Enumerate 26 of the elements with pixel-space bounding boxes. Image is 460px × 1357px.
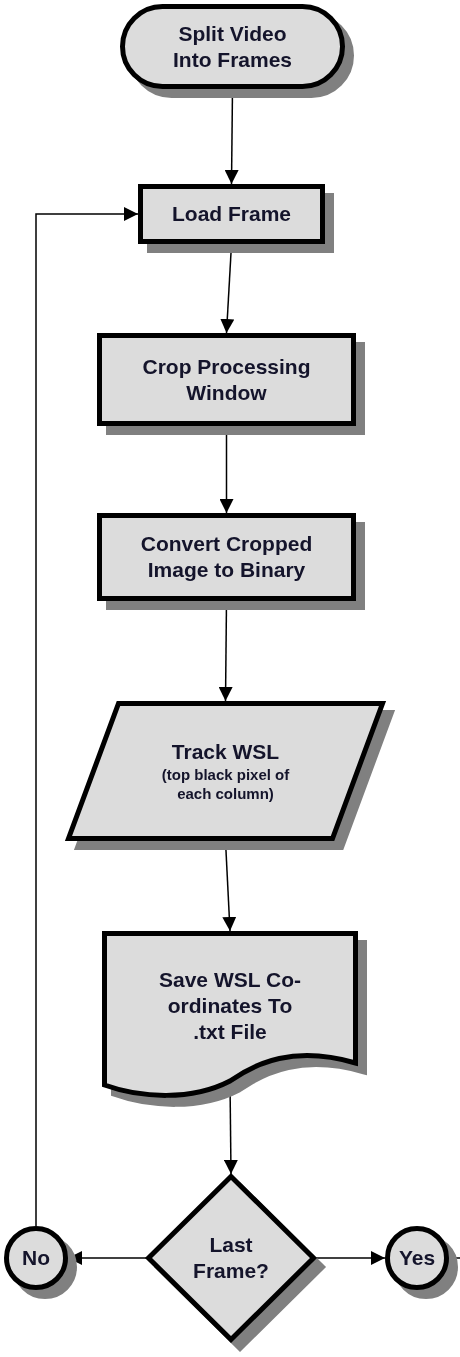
node-label: No [22,1245,50,1271]
node-label: Split Video Into Frames [172,20,293,73]
data-parallelogram [66,701,385,841]
arrow [35,207,139,1227]
process-box [138,184,325,244]
arrow [218,600,233,702]
process-box [97,513,356,601]
node-label: Load Frame [172,201,291,227]
process-box [97,333,356,426]
node-subtext: (top black pixel of each column) [160,765,291,803]
arrow [220,243,235,334]
arrow [222,840,237,932]
arrow [219,425,234,514]
connector-circle [4,1226,68,1290]
arrow [315,1251,386,1265]
node-label: Last Frame? [192,1232,270,1284]
node-label: Yes [398,1245,436,1271]
node-label: Save WSL Co-ordinates To .txt File [159,967,301,1045]
node-label: Convert Cropped Image to Binary [139,531,314,583]
node-label: Crop Processing Window [141,353,312,406]
connector-circle [385,1226,449,1290]
arrow [67,1251,147,1265]
node-label: Track WSL [171,739,280,765]
start-terminal [120,4,345,89]
decision-diamond [146,1174,316,1342]
arrow [224,88,239,185]
